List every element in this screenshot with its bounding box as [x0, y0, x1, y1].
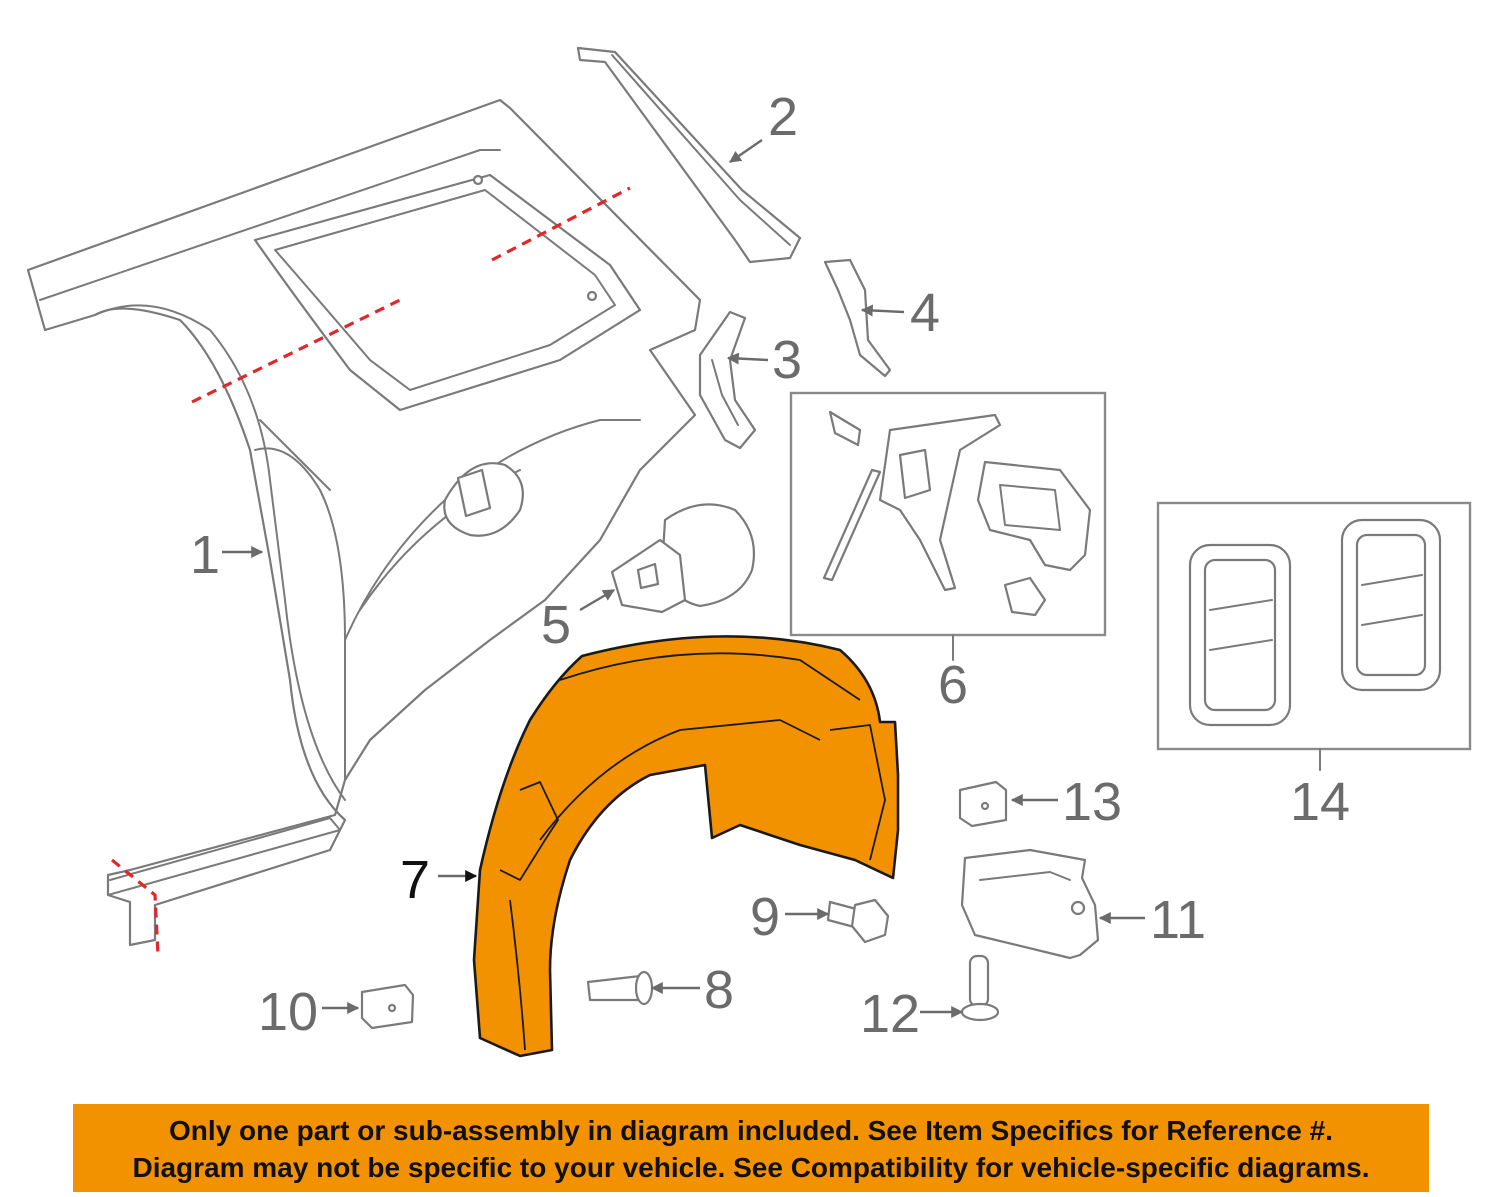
nut-part-13 [958, 780, 1008, 828]
callout-8: 8 [704, 960, 734, 1020]
roof-rail-part-2 [576, 46, 802, 264]
callout-7: 7 [400, 850, 430, 910]
callout-labels: 1 2 3 4 5 6 7 8 9 10 11 12 13 14 [190, 87, 1350, 1044]
callout-12: 12 [860, 984, 920, 1044]
fuel-door-housing-box-part-6 [789, 391, 1107, 661]
wheelhouse-liner-part-7 [472, 635, 900, 1058]
callout-13: 13 [1062, 772, 1122, 832]
fuel-door-part-5 [610, 503, 756, 614]
disclaimer-banner: Only one part or sub-assembly in diagram… [73, 1104, 1429, 1192]
bolt-part-9 [826, 898, 890, 944]
disclaimer-line-2: Diagram may not be specific to your vehi… [132, 1152, 1370, 1183]
quarter-panel-part-1 [26, 98, 702, 947]
callout-1: 1 [190, 525, 220, 585]
nut-part-10 [360, 983, 415, 1030]
callout-3: 3 [772, 330, 802, 390]
callout-2: 2 [768, 87, 798, 147]
vent-grille-box-part-14 [1156, 501, 1472, 771]
disclaimer-line-1: Only one part or sub-assembly in diagram… [169, 1115, 1333, 1146]
bracket-part-4 [823, 258, 892, 378]
push-pin-part-8 [586, 970, 654, 1006]
bracket-part-3 [698, 310, 757, 450]
callout-11: 11 [1150, 890, 1206, 950]
callout-4: 4 [910, 283, 940, 343]
bracket-part-11 [960, 848, 1100, 960]
callout-leaders [222, 139, 1145, 1018]
callout-10: 10 [258, 982, 318, 1042]
clip-part-12 [960, 954, 1000, 1022]
cut-lines [110, 186, 631, 956]
callout-5: 5 [541, 595, 571, 655]
callout-9: 9 [750, 887, 780, 947]
callout-14: 14 [1290, 772, 1350, 832]
callout-6: 6 [938, 655, 968, 715]
